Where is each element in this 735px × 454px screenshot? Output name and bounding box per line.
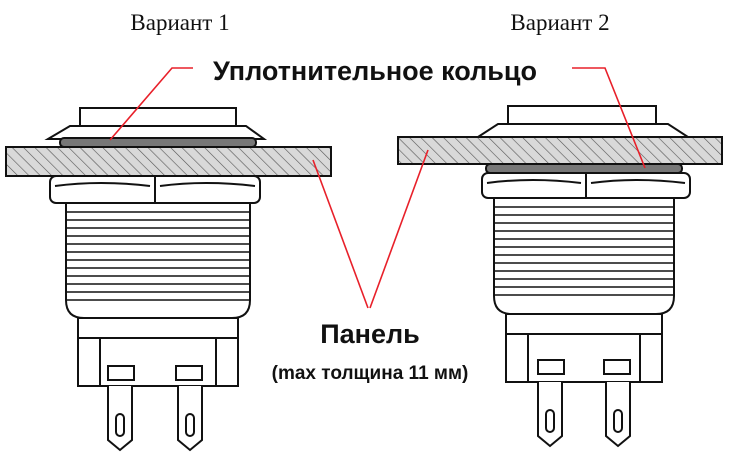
panel — [397, 136, 723, 165]
leader-lines — [109, 67, 646, 309]
button-cap — [79, 107, 237, 127]
variant-1-title: Вариант 1 — [130, 10, 229, 35]
panel-thickness-note: (max толщина 11 мм) — [272, 363, 469, 384]
seal-ring — [485, 163, 683, 174]
button-cap — [507, 105, 657, 125]
panel — [5, 146, 332, 177]
seal-ring-label: Уплотнительное кольцо — [213, 56, 537, 86]
base — [77, 337, 239, 387]
collar — [77, 317, 239, 339]
collar — [505, 313, 663, 335]
threads — [494, 206, 674, 296]
threads — [66, 211, 250, 301]
panel-label: Панель — [320, 319, 420, 349]
base — [505, 333, 663, 383]
switch-variant-2 — [397, 105, 723, 448]
bezel — [474, 123, 692, 138]
variant-2-title: Вариант 2 — [510, 10, 609, 35]
seal-ring — [59, 137, 257, 148]
seal-leader-right — [572, 67, 646, 169]
panel-leader-right — [369, 149, 429, 309]
switch-variant-1 — [5, 107, 332, 452]
seal-leader-left — [109, 67, 193, 141]
panel-leader-left — [312, 159, 369, 309]
